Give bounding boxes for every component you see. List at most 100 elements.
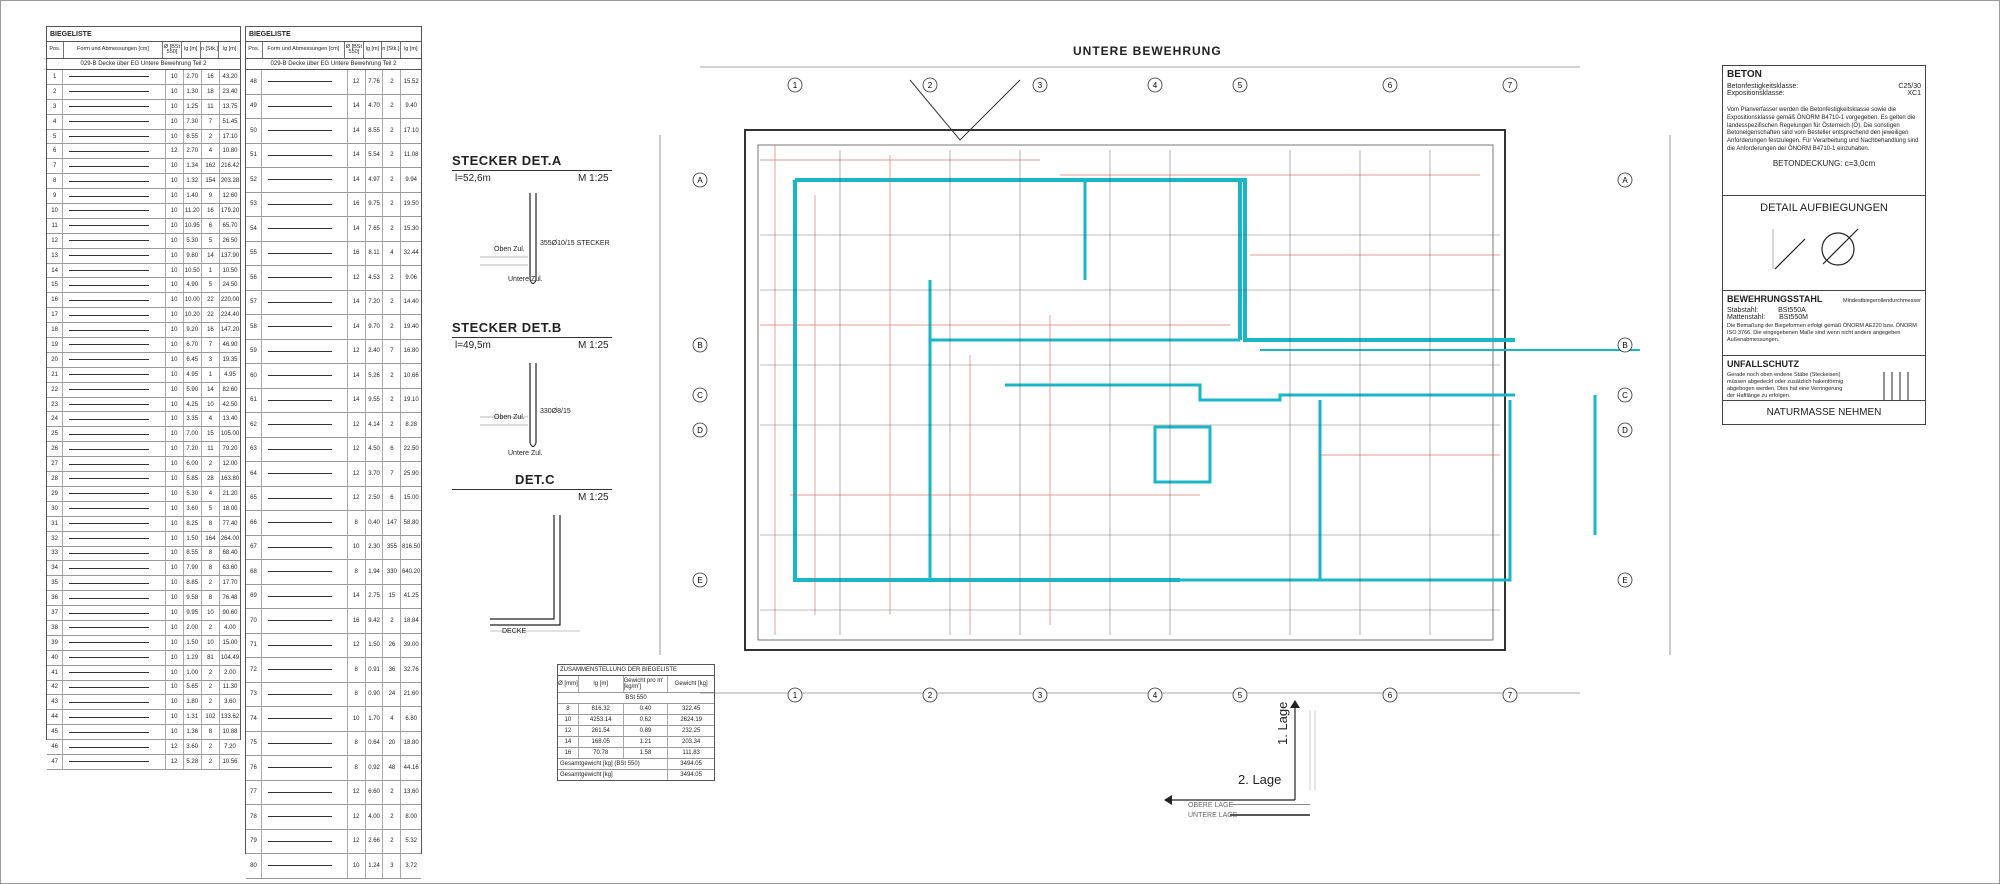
grid-col-bottom-3: 3	[1038, 691, 1043, 700]
total-label: Gesamtgewicht [kg]	[558, 770, 669, 780]
bar-shape	[69, 106, 150, 108]
row-lg: 1.80	[184, 695, 202, 710]
row-lg: 9.75	[366, 192, 384, 216]
row-n: 2	[202, 665, 220, 680]
row-pos: 31	[47, 516, 64, 531]
legend-untere-lage: UNTERE LAGE	[1188, 812, 1238, 819]
sum-weight-per-m: 1.21	[624, 737, 669, 747]
row-shape	[63, 457, 166, 472]
row-total: 79.20	[222, 446, 238, 453]
row-lg: 5.30	[184, 486, 202, 501]
row-n: 6	[202, 218, 220, 233]
grid-row-left-C-circle	[692, 387, 708, 403]
row-shape	[63, 338, 166, 352]
row-n: 5	[202, 233, 220, 248]
row-pos: 61	[246, 388, 262, 412]
bar-shape	[69, 686, 150, 688]
bewehrungsstahl-title: BEWEHRUNGSSTAHL	[1727, 294, 1823, 304]
sum-length: 261.54	[579, 726, 624, 736]
row-n: 1	[202, 367, 220, 382]
sum-weight: 203.34	[681, 739, 701, 745]
row-pos: 11	[47, 218, 64, 233]
row-lg: 5.85	[184, 472, 202, 486]
grid-col-bottom-1-circle	[787, 687, 803, 703]
beton-key: Expositionsklasse:	[1727, 90, 1785, 97]
row-total: 13.60	[403, 789, 419, 796]
row-total: 224.40	[220, 312, 240, 319]
grid-col-top-5: 5	[1238, 81, 1243, 90]
stecker-b-sketch	[480, 363, 537, 447]
row-shape	[63, 695, 166, 710]
row-pos: 59	[246, 339, 262, 363]
row-shape	[63, 233, 166, 248]
row-dia: 14	[348, 315, 366, 339]
row-shape	[262, 388, 348, 412]
row-lg: 1.31	[184, 710, 202, 725]
row-pos: 14	[47, 263, 64, 278]
bar-shape	[268, 105, 332, 107]
grid-row-right-A-circle	[1617, 172, 1633, 188]
row-total: 10.80	[222, 148, 238, 155]
row-shape	[63, 293, 166, 308]
row-total: 9.06	[405, 274, 418, 281]
row-lg: 9.70	[366, 315, 384, 339]
grid-row-left-A-circle	[692, 172, 708, 188]
row-dia: 10	[348, 535, 366, 559]
row-shape	[63, 427, 166, 442]
row-pos: 70	[246, 609, 262, 633]
sum-weight-per-m: 1.58	[624, 748, 669, 758]
row-n: 26	[383, 633, 402, 657]
row-n: 2	[383, 266, 402, 290]
row-dia: 10	[166, 472, 184, 486]
bar-shape	[268, 571, 332, 573]
row-total: 68.40	[222, 550, 238, 557]
row-shape	[63, 665, 166, 680]
row-pos: 54	[246, 217, 262, 241]
grid-row-left-E: E	[697, 576, 702, 585]
row-n: 20	[383, 731, 402, 755]
row-n: 330	[383, 560, 402, 584]
row-pos: 44	[47, 710, 64, 725]
row-total: 44.16	[403, 764, 419, 771]
row-dia: 16	[348, 192, 366, 216]
row-n: 24	[383, 682, 402, 706]
bar-shape	[69, 597, 150, 599]
bar-shape	[69, 567, 150, 569]
row-dia: 10	[166, 516, 184, 531]
row-shape	[63, 516, 166, 531]
stecker-a-sketch	[480, 193, 537, 284]
row-shape	[262, 315, 348, 339]
bar-shape	[69, 657, 150, 659]
row-dia: 14	[348, 119, 366, 143]
row-pos: 15	[47, 278, 64, 293]
bar-shape	[69, 136, 150, 137]
row-pos: 29	[47, 486, 64, 501]
row-pos: 38	[47, 620, 64, 635]
row-dia: 10	[166, 531, 184, 546]
row-pos: 80	[246, 854, 262, 878]
summary-total-1: Gesamtgewicht [kg] (BSt 550) 3494.05	[558, 759, 714, 770]
bar-shape	[69, 91, 150, 93]
row-lg: 0.64	[366, 731, 384, 755]
row-dia: 12	[348, 829, 366, 853]
row-total: 17.10	[222, 133, 238, 140]
row-total: 18.00	[222, 505, 238, 512]
row-shape	[63, 442, 166, 457]
row-total: 26.50	[222, 237, 238, 244]
row-pos: 53	[246, 192, 262, 216]
row-shape	[262, 658, 348, 682]
bar-shape	[69, 731, 150, 733]
row-dia: 10	[166, 457, 184, 472]
row-dia: 12	[348, 486, 366, 510]
row-total: 18.80	[403, 740, 419, 747]
row-lg: 9.95	[184, 606, 202, 620]
bar-shape	[268, 865, 332, 867]
